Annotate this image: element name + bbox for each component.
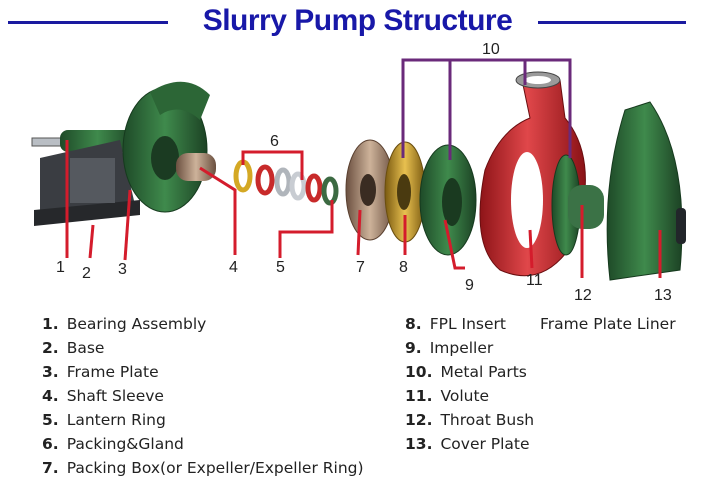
callout-lines <box>65 58 662 278</box>
pump-exploded-diagram: 1 2 3 4 5 6 7 8 9 10 11 12 13 <box>31 41 686 304</box>
callout-5: 5 <box>276 259 285 276</box>
legend-item-12: 12.Throat Bush <box>405 411 535 429</box>
callout-13: 13 <box>654 287 672 304</box>
impeller <box>419 144 477 256</box>
callout-1: 1 <box>56 259 65 276</box>
throat-bush <box>551 154 604 256</box>
legend-item-5: 5.Lantern Ring <box>42 411 166 429</box>
legend-item-2: 2.Base <box>42 339 105 357</box>
callout-8: 8 <box>399 259 408 276</box>
callout-3: 3 <box>118 261 127 278</box>
frame-plate <box>122 81 210 213</box>
callout-11: 11 <box>526 272 543 289</box>
callout-line-3 <box>123 189 132 261</box>
callout-line-4 <box>199 166 237 255</box>
callout-9: 9 <box>465 277 474 294</box>
title-bar: Slurry Pump Structure <box>0 0 715 46</box>
base <box>34 140 140 226</box>
shaft-sleeve <box>176 153 216 181</box>
legend-item-4: 4.Shaft Sleeve <box>42 387 164 405</box>
legend-item-8: 8.FPL Insert <box>405 315 506 333</box>
callout-12: 12 <box>574 287 592 304</box>
callout-line-11 <box>528 229 534 269</box>
callout-4: 4 <box>229 259 238 276</box>
callout-2: 2 <box>82 265 91 282</box>
cover-plate <box>606 101 686 281</box>
callout-line-10 <box>401 58 572 158</box>
legend-item-10: 10.Metal Parts <box>405 363 527 381</box>
legend-item-3: 3.Frame Plate <box>42 363 159 381</box>
legend-item-6: 6.Packing&Gland <box>42 435 184 453</box>
legend: 1.Bearing Assembly 2.Base 3.Frame Plate … <box>0 310 715 487</box>
title-rule-right <box>538 21 686 24</box>
packing-box <box>345 139 395 241</box>
callout-line-5 <box>278 200 334 258</box>
callout-line-6 <box>241 150 304 180</box>
page-title: Slurry Pump Structure <box>202 4 513 37</box>
legend-item-9: 9.Impeller <box>405 339 494 357</box>
callout-6: 6 <box>270 133 279 150</box>
callout-10: 10 <box>482 41 500 58</box>
callout-line-7 <box>356 209 362 256</box>
legend-item-13: 13.Cover Plate <box>405 435 530 453</box>
legend-item-1: 1.Bearing Assembly <box>42 315 207 333</box>
callout-7: 7 <box>356 259 365 276</box>
callout-line-2 <box>88 224 95 259</box>
title-rule-left <box>8 21 168 24</box>
legend-item-11: 11.Volute <box>405 387 490 405</box>
packing-gland <box>233 159 339 206</box>
legend-item-7: 7.Packing Box(or Expeller/Expeller Ring) <box>42 459 364 477</box>
callout-line-9 <box>443 219 465 270</box>
legend-extra-label: Frame Plate Liner <box>540 315 676 333</box>
